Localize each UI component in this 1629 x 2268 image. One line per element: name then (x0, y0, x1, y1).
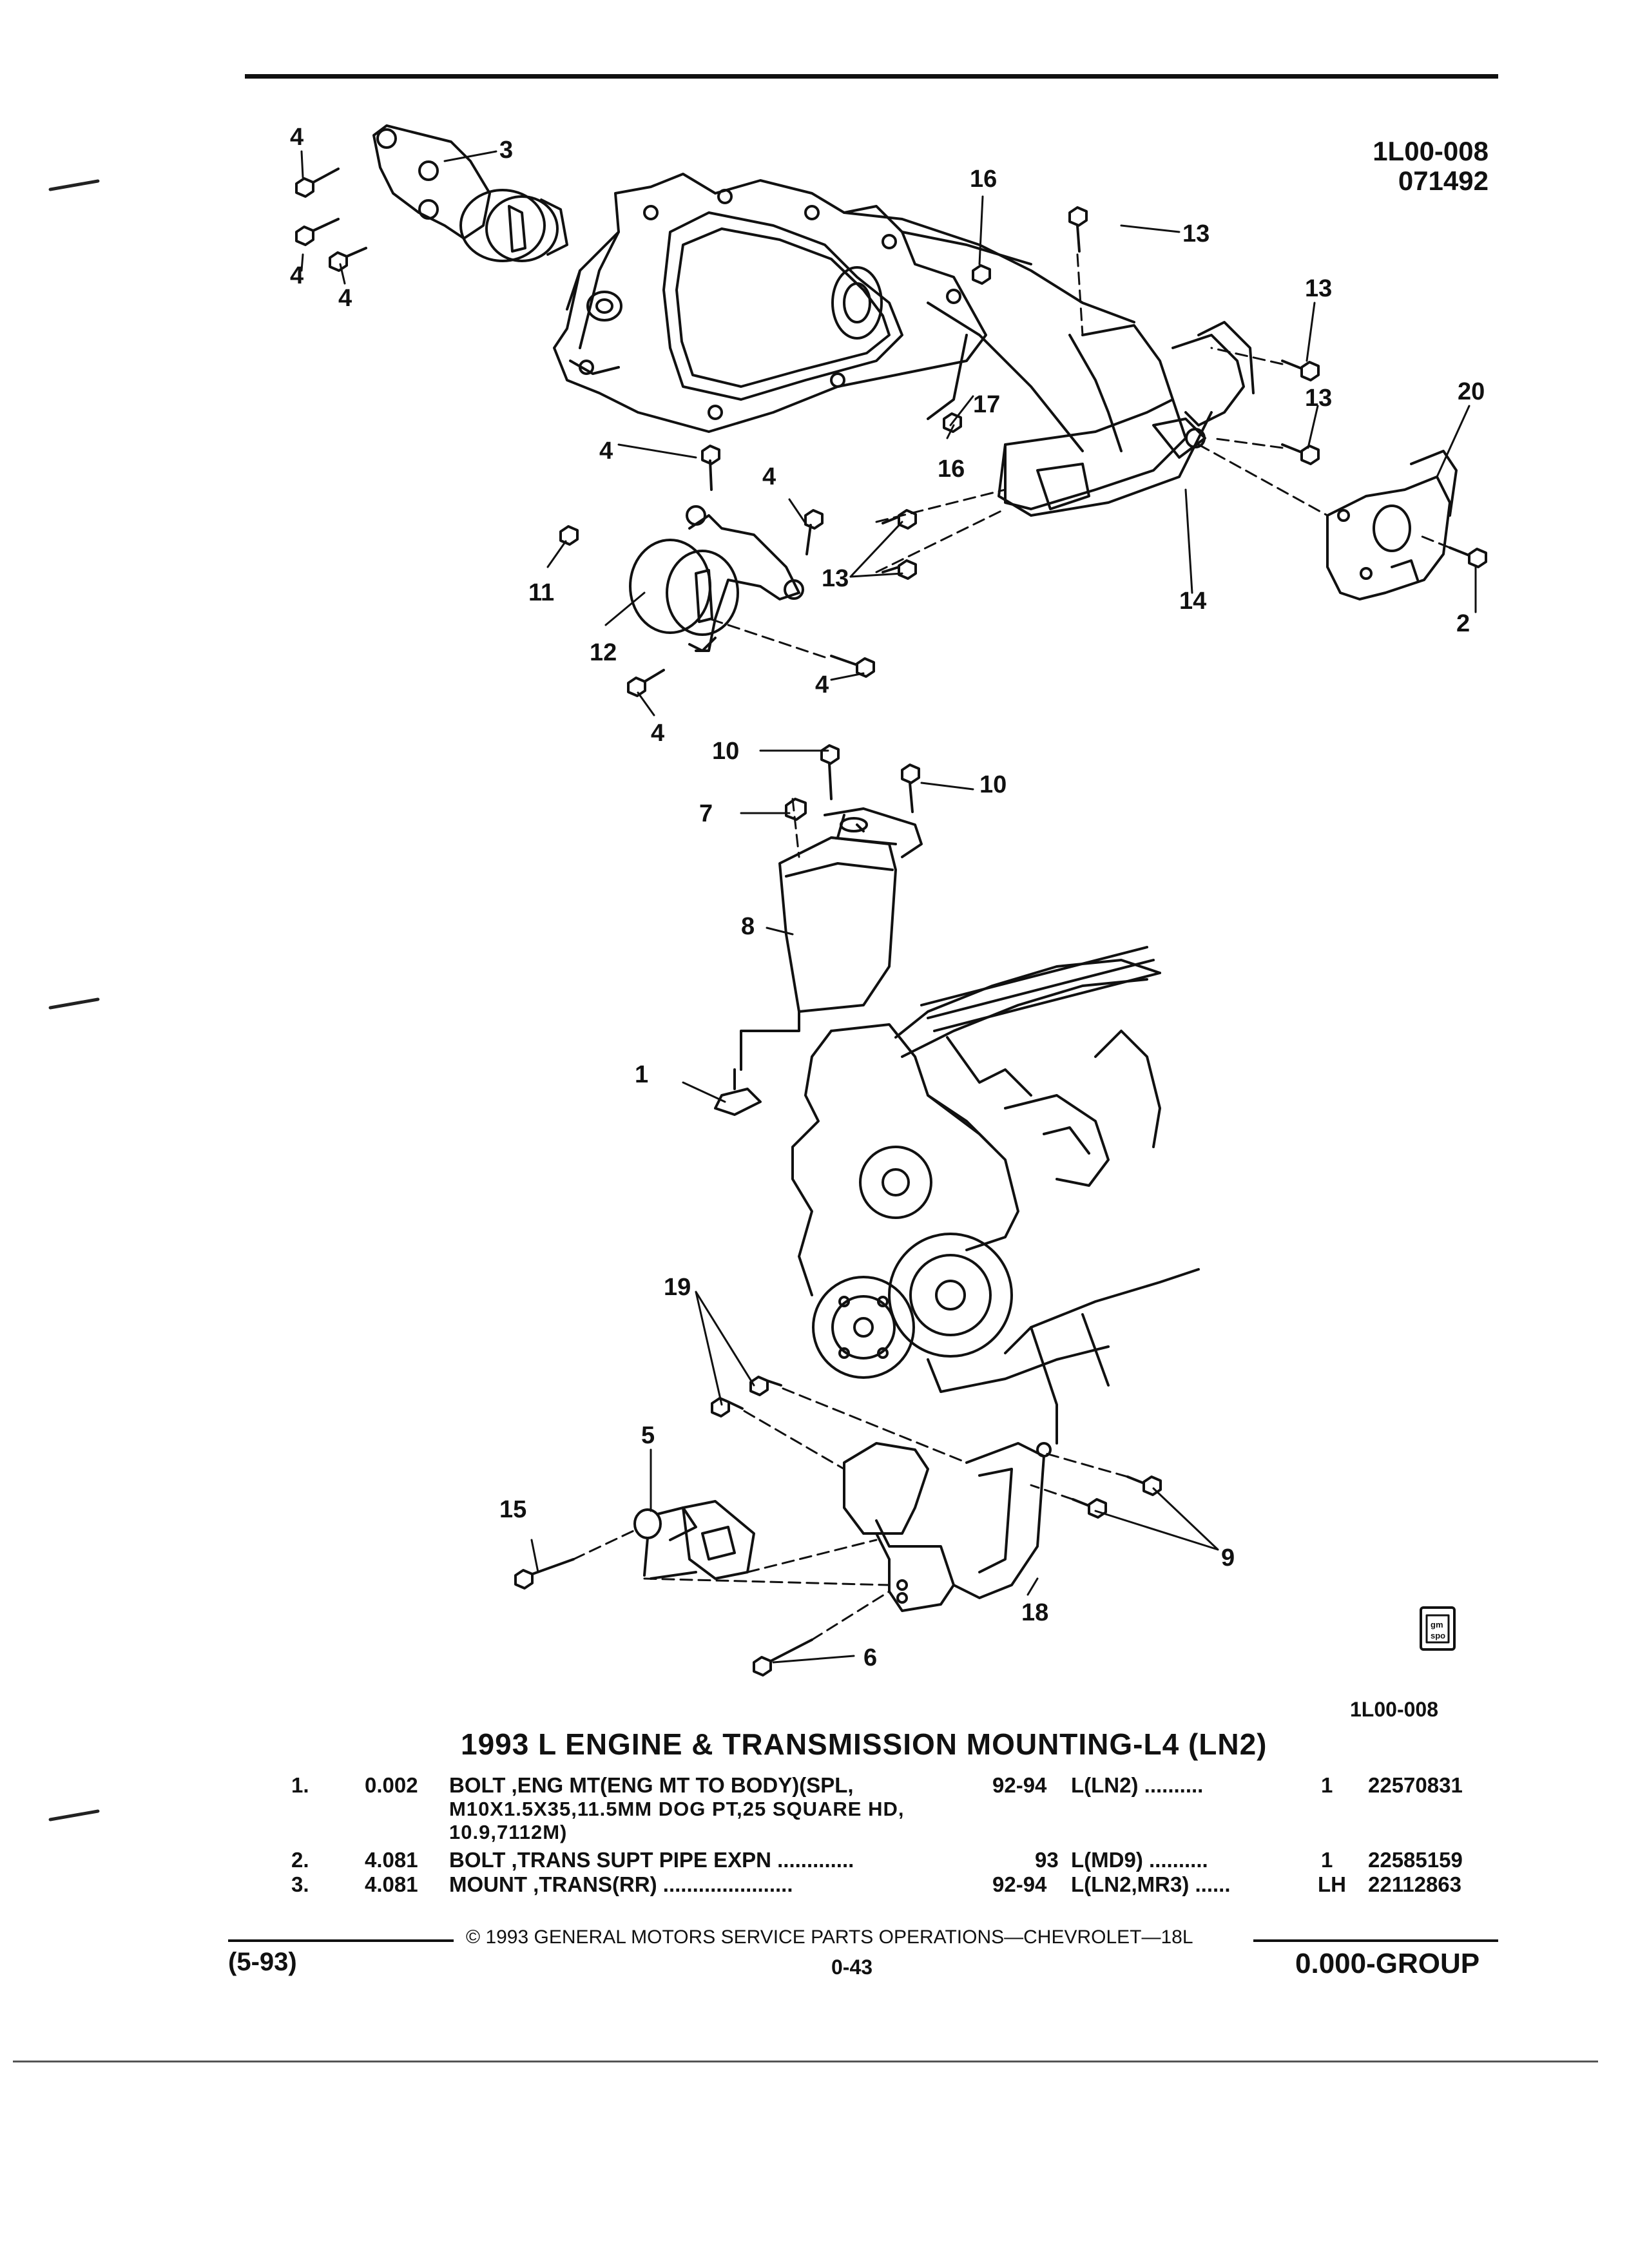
callout-18: 18 (1021, 1599, 1048, 1626)
callout-4: 4 (599, 437, 613, 465)
callout-20: 20 (1458, 378, 1485, 405)
part-row: 1. 0.002 BOLT ,ENG MT(ENG MT TO BODY)(SP… (0, 1773, 1629, 1799)
part-index: 3. (291, 1872, 309, 1896)
callout-16: 16 (938, 456, 965, 483)
front-engine-mount (629, 505, 804, 652)
revision-date: (5-93) (228, 1948, 297, 1976)
engine-assembly (791, 946, 1200, 1445)
callout-13: 13 (1305, 385, 1332, 412)
part-row: 3. 4.081 MOUNT ,TRANS(RR) ..............… (0, 1872, 1629, 1898)
callout-numbers: 4 3 4 4 16 13 13 13 20 17 16 2 14 4 4 11… (290, 124, 1485, 1671)
callout-1: 1 (635, 1061, 648, 1088)
part-index: 1. (291, 1773, 309, 1797)
logo-text: gm spo (1431, 1620, 1445, 1640)
assembly-lines-bottom (572, 798, 1129, 1641)
callout-7: 7 (699, 800, 713, 827)
part-description: BOLT ,TRANS SUPT PIPE EXPN ............. (449, 1848, 854, 1872)
engine-mount-5 (633, 1500, 755, 1580)
callout-12: 12 (590, 639, 617, 666)
callout-8: 8 (741, 913, 755, 940)
callout-13: 13 (1305, 275, 1332, 302)
part-qty: LH (1318, 1872, 1346, 1896)
svg-text:spo: spo (1431, 1631, 1445, 1640)
callout-4: 4 (290, 262, 304, 289)
callout-4: 4 (762, 463, 776, 490)
callout-16: 16 (970, 166, 997, 193)
engine-mount-bracket-lower (843, 1442, 1052, 1612)
leader-lines (300, 150, 1477, 1664)
engine-mount-bracket-upper (740, 744, 923, 1071)
top-rule (245, 74, 1498, 79)
illustration-code: 1L00-008 (1373, 136, 1489, 166)
footer-rule-left (228, 1939, 454, 1942)
callout-10: 10 (979, 771, 1007, 798)
scan-edge-line (13, 2061, 1598, 2062)
transaxle-case (553, 173, 1135, 433)
callout-14: 14 (1179, 588, 1206, 615)
illustration-date: 071492 (1398, 166, 1489, 196)
callout-4: 4 (815, 671, 829, 698)
part-description-continued: M10X1.5X35,11.5MM DOG PT,25 SQUARE HD, (449, 1798, 905, 1820)
rear-trans-mount (372, 124, 568, 262)
callout-2: 2 (1456, 610, 1470, 637)
part-number: 22112863 (1368, 1872, 1462, 1896)
callout-5: 5 (641, 1422, 655, 1449)
part-index: 2. (291, 1848, 309, 1872)
part-row: 2. 4.081 BOLT ,TRANS SUPT PIPE EXPN ....… (0, 1848, 1629, 1874)
part-years: 93 (1035, 1848, 1059, 1872)
part-model: L(LN2,MR3) ...... (1071, 1872, 1231, 1896)
callout-4: 4 (338, 285, 352, 312)
callout-4: 4 (651, 720, 664, 747)
bolts-bottom (514, 1376, 1162, 1677)
part-number: 22570831 (1368, 1773, 1463, 1797)
engine-mount-bolt-1 (714, 1068, 762, 1116)
callout-11: 11 (528, 579, 554, 606)
part-number: 22585159 (1368, 1848, 1463, 1872)
footer-rule-right (1253, 1939, 1498, 1942)
callout-10: 10 (712, 738, 739, 765)
svg-text:gm: gm (1431, 1620, 1443, 1629)
illustration-header: 1L00-008 071492 (1321, 137, 1489, 196)
group-label: 0.000-GROUP (1295, 1948, 1480, 1979)
part-model: L(MD9) .......... (1071, 1848, 1208, 1872)
gm-spo-logo (1420, 1606, 1456, 1651)
page-number: 0-43 (831, 1956, 873, 1979)
part-group: 4.081 (365, 1848, 418, 1872)
section-title: 1993 L ENGINE & TRANSMISSION MOUNTING-L4… (461, 1727, 1268, 1761)
part-years: 92-94 (992, 1872, 1047, 1896)
part-description: MOUNT ,TRANS(RR) ...................... (449, 1872, 793, 1896)
copyright: © 1993 GENERAL MOTORS SERVICE PARTS OPER… (466, 1927, 1193, 1948)
callout-13: 13 (822, 565, 849, 592)
callout-3: 3 (499, 137, 513, 164)
part-description-continued: 10.9,7112M) (449, 1821, 568, 1843)
part-years: 92-94 (992, 1773, 1047, 1797)
part-group: 0.002 (365, 1773, 418, 1797)
part-description: BOLT ,ENG MT(ENG MT TO BODY)(SPL, (449, 1773, 854, 1797)
trans-support-crossmember (927, 302, 1255, 517)
part-qty: 1 (1321, 1848, 1333, 1872)
callout-6: 6 (863, 1644, 877, 1671)
callout-17: 17 (973, 391, 1000, 418)
trans-mount-bracket (1326, 450, 1458, 601)
assembly-lines-top (708, 253, 1451, 658)
callout-9: 9 (1221, 1544, 1235, 1571)
part-group: 4.081 (365, 1872, 418, 1896)
callout-19: 19 (664, 1274, 691, 1301)
illustration-code-lower: 1L00-008 (1350, 1698, 1438, 1721)
callout-4: 4 (290, 124, 304, 151)
callout-15: 15 (499, 1496, 526, 1523)
part-qty: 1 (1321, 1773, 1333, 1797)
callout-13: 13 (1182, 220, 1210, 247)
part-model: L(LN2) .......... (1071, 1773, 1204, 1797)
